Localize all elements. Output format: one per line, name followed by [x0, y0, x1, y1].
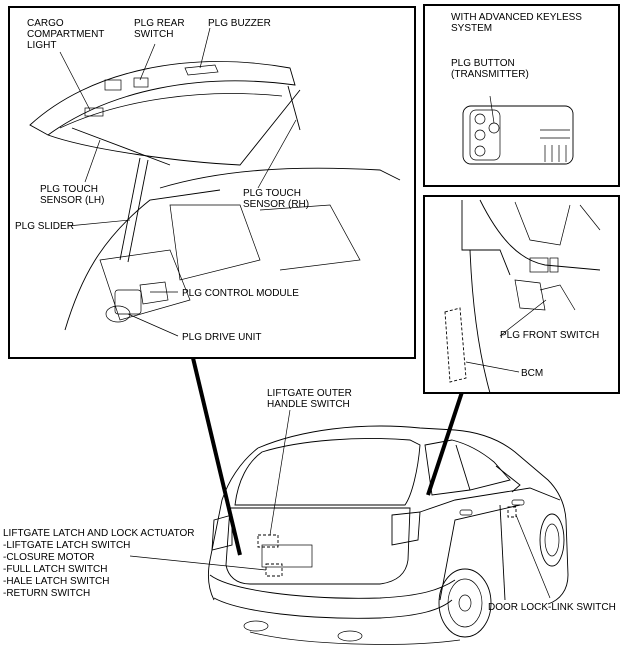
latch-actuator-label: LIFTGATE LATCH AND LOCK ACTUATOR -LIFTGA…	[3, 528, 197, 599]
plg-slider-label: PLG SLIDER	[15, 221, 74, 232]
door-lock-link-label: DOOR LOCK-LINK SWITCH	[488, 602, 616, 613]
liftgate-interior-panel: CARGO COMPARTMENT LIGHT PLG REAR SWITCH …	[8, 6, 416, 359]
transmitter-icon	[462, 105, 574, 165]
plg-button-label: PLG BUTTON (TRANSMITTER)	[451, 58, 529, 80]
bcm-outline	[444, 307, 467, 383]
plg-front-switch-label: PLG FRONT SWITCH	[500, 330, 599, 341]
dashboard-panel: PLG FRONT SWITCH BCM	[423, 195, 620, 394]
plg-touch-lh-label: PLG TOUCH SENSOR (LH)	[40, 184, 104, 206]
outer-handle-label: LIFTGATE OUTER HANDLE SWITCH	[267, 388, 355, 410]
plg-drive-unit-label: PLG DRIVE UNIT	[182, 332, 261, 343]
plg-touch-rh-label: PLG TOUCH SENSOR (RH)	[243, 188, 309, 210]
bcm-label: BCM	[521, 368, 543, 379]
plg-rear-switch-label: PLG REAR SWITCH	[134, 18, 187, 40]
plg-control-module-label: PLG CONTROL MODULE	[182, 288, 299, 299]
transmitter-panel: WITH ADVANCED KEYLESS SYSTEM PLG BUTTON …	[423, 4, 620, 187]
keyless-system-label: WITH ADVANCED KEYLESS SYSTEM	[451, 12, 585, 34]
plg-buzzer-label: PLG BUZZER	[208, 18, 271, 29]
vehicle-illustration	[207, 425, 569, 645]
cargo-light-label: CARGO COMPARTMENT LIGHT	[27, 18, 107, 51]
